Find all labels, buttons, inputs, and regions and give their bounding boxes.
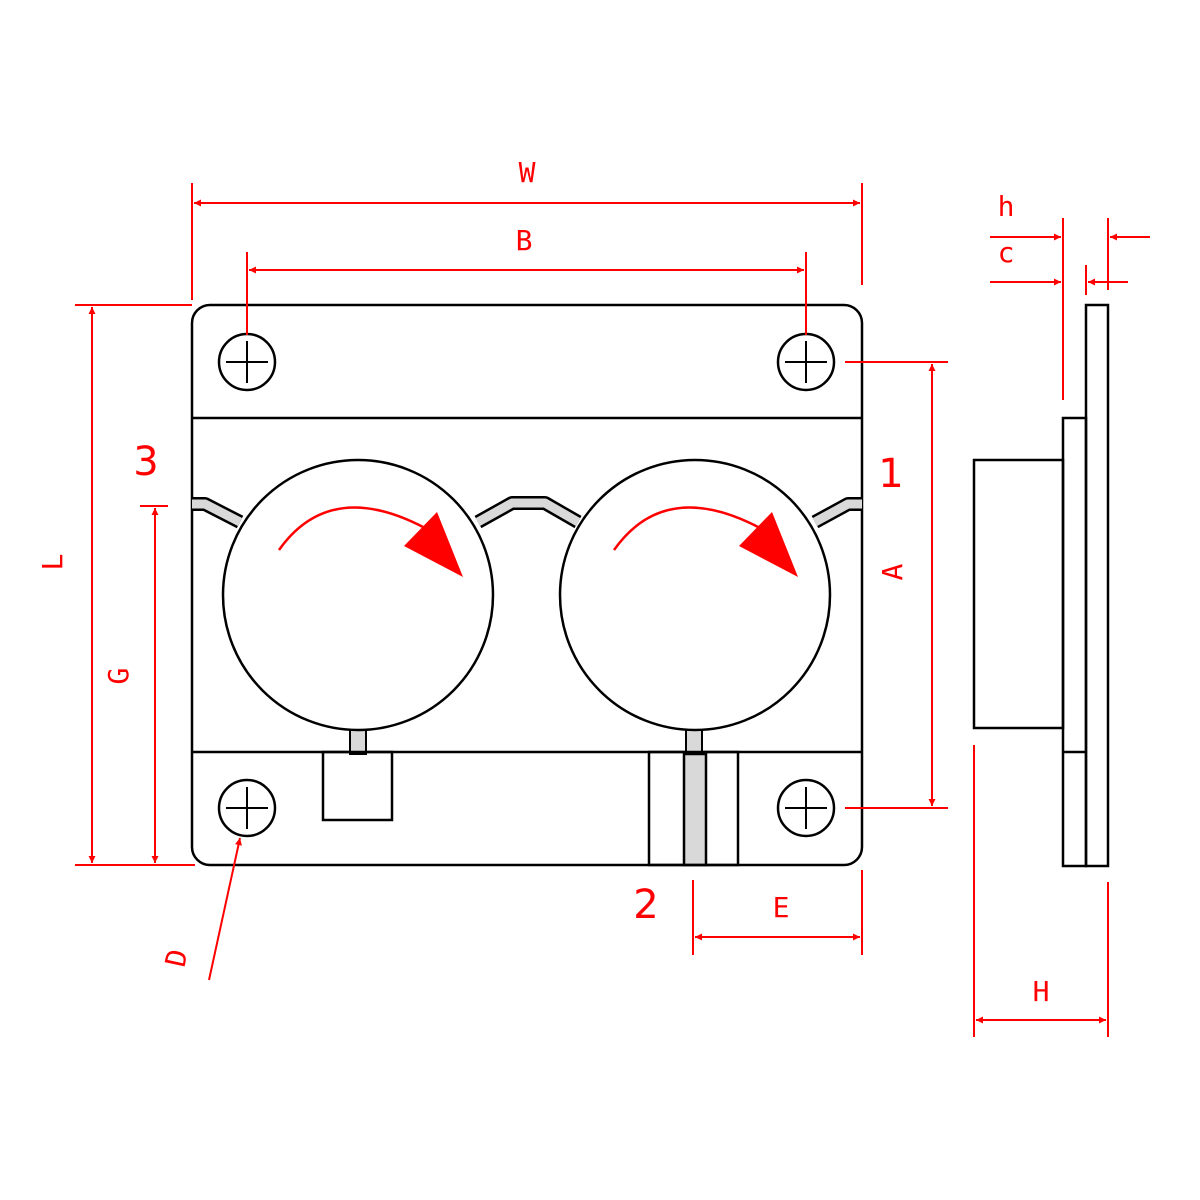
dim-label-L: L bbox=[36, 554, 69, 571]
port-label-2: 2 bbox=[633, 882, 658, 928]
side-plate bbox=[1084, 303, 1110, 868]
pump-head-right bbox=[558, 458, 832, 732]
dim-label-H: H bbox=[1033, 975, 1050, 1008]
dim-label-B: B bbox=[516, 224, 533, 257]
side-flange bbox=[1061, 416, 1088, 868]
dim-label-W: W bbox=[519, 156, 536, 189]
dim-label-h: h bbox=[998, 190, 1015, 223]
crosshair-hole-icon bbox=[776, 332, 836, 392]
crosshair-hole-icon bbox=[217, 778, 277, 838]
plate-outline bbox=[190, 303, 864, 867]
side-body bbox=[972, 458, 1065, 730]
curved-arrow-icon bbox=[277, 506, 463, 577]
dim-label-E: E bbox=[773, 891, 790, 924]
port-label-1: 1 bbox=[878, 451, 903, 497]
port-label-3: 3 bbox=[133, 439, 158, 485]
dim-label-c: c bbox=[998, 236, 1015, 269]
front-view bbox=[190, 303, 864, 867]
port-labels: 1 2 3 bbox=[133, 439, 903, 928]
curved-arrow-icon bbox=[612, 506, 798, 577]
dim-label-D: D bbox=[159, 946, 195, 969]
dim-label-G: G bbox=[102, 668, 135, 685]
pump-head-left bbox=[221, 458, 495, 732]
flow-channels bbox=[192, 496, 862, 867]
outlet-block bbox=[647, 750, 740, 867]
crosshair-hole-icon bbox=[217, 332, 277, 392]
dim-label-A: A bbox=[876, 563, 909, 580]
connector-block bbox=[321, 750, 394, 822]
crosshair-hole-icon bbox=[776, 778, 836, 838]
side-view bbox=[972, 303, 1110, 868]
dimension-labels: W B L G A D E H h c bbox=[36, 156, 1049, 1008]
dimension-lines bbox=[75, 183, 1150, 1037]
